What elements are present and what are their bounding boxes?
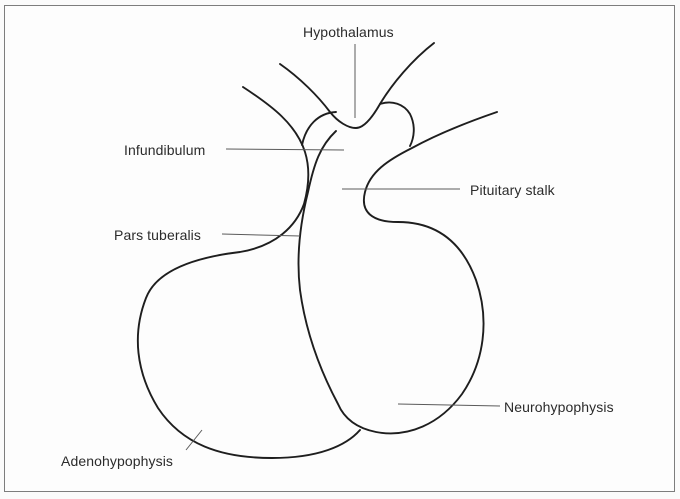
neurohypophysis-outline [298, 112, 497, 433]
infundibulum-label: Infundibulum [124, 143, 205, 157]
infundibulum-leader [226, 149, 344, 150]
hypothalamus-label: Hypothalamus [303, 25, 394, 39]
adenohypophysis-label: Adenohypophysis [61, 454, 173, 468]
adenohypophysis-leader [186, 430, 202, 450]
pars-tuberalis-leader [222, 234, 300, 236]
hypothalamus-cap-arc [302, 102, 414, 146]
pars-tuberalis-label: Pars tuberalis [114, 228, 201, 242]
pituitary-stalk-label: Pituitary stalk [470, 183, 555, 197]
neurohypophysis-label: Neurohypophysis [504, 400, 614, 414]
neurohypophysis-leader [398, 404, 500, 406]
